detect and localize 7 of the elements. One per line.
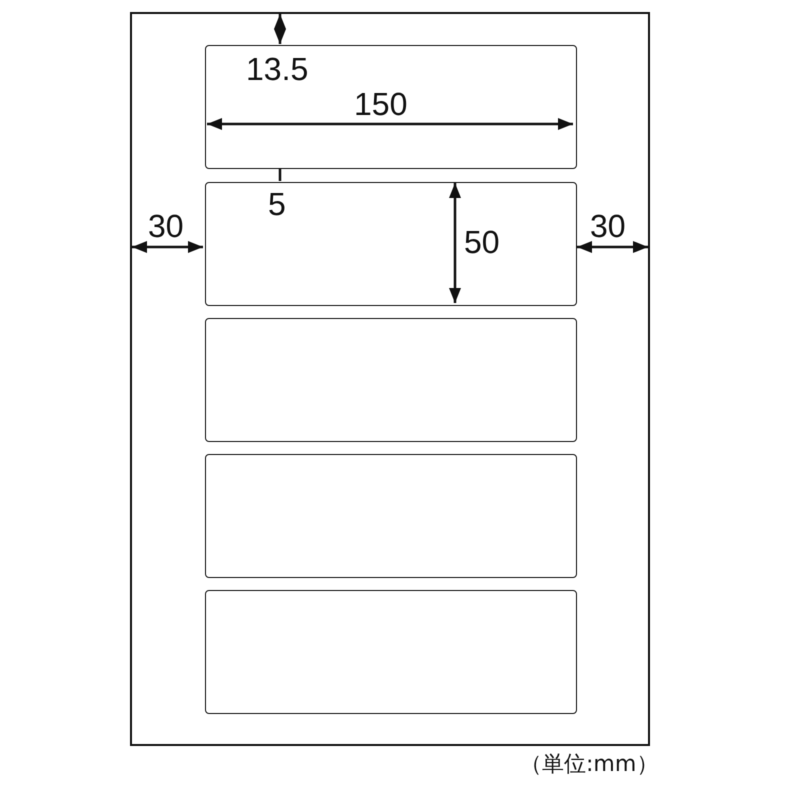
dimension-label: 150 bbox=[354, 88, 408, 120]
dimension-label: 30 bbox=[148, 210, 184, 242]
unit-caption: （単位:mm） bbox=[520, 752, 658, 778]
dimension-label: 13.5 bbox=[246, 53, 308, 85]
dimension-label: 5 bbox=[268, 188, 286, 220]
dimension-label: 50 bbox=[464, 226, 500, 258]
dimension-label: 30 bbox=[590, 210, 626, 242]
